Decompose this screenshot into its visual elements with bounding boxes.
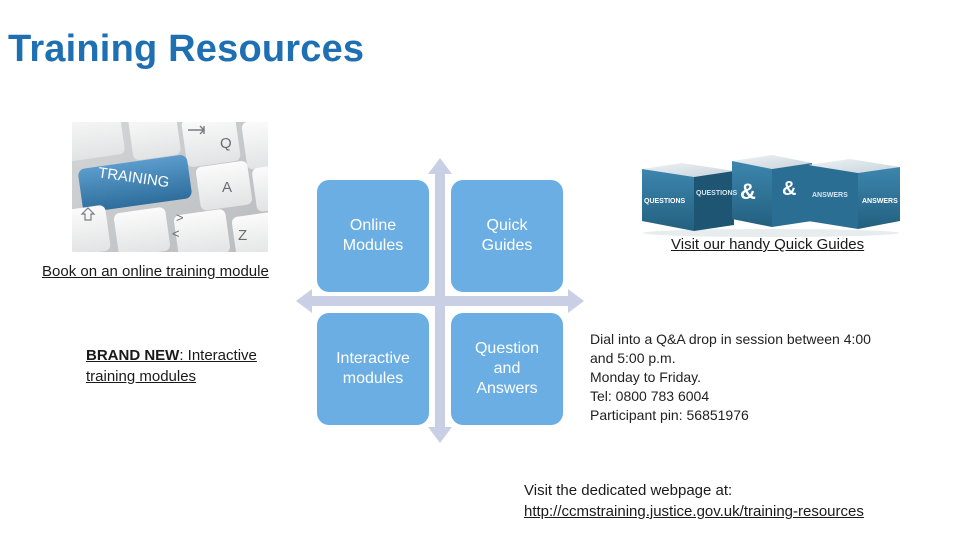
quadrant-axes bbox=[296, 158, 584, 443]
dial-line: and 5:00 p.m. bbox=[590, 350, 676, 366]
dial-line: Monday to Friday. bbox=[590, 369, 702, 385]
dial-pin: Participant pin: 56851976 bbox=[590, 407, 749, 423]
interactive-modules-tile[interactable]: Interactive modules bbox=[317, 313, 429, 425]
dial-line: Dial into a Q&A drop in session between … bbox=[590, 331, 871, 347]
tile-label: Question and Answers bbox=[474, 340, 540, 397]
key-label: A bbox=[222, 179, 232, 196]
brand-new-text: : Interactive training modules bbox=[86, 347, 257, 385]
keyboard-image: TRAINING Q A Z > < bbox=[72, 122, 268, 252]
online-modules-tile[interactable]: Online Modules bbox=[317, 180, 429, 292]
cube-face-text: ANSWERS bbox=[812, 192, 848, 199]
cube-face-text: & bbox=[782, 178, 796, 200]
book-training-link[interactable]: Book on an online training module bbox=[42, 263, 269, 280]
question-answers-tile[interactable]: Question and Answers bbox=[451, 313, 563, 425]
page-title: Training Resources bbox=[8, 28, 365, 70]
dial-in-info: Dial into a Q&A drop in session between … bbox=[590, 330, 930, 425]
interactive-modules-link[interactable]: BRAND NEW: Interactive training modules bbox=[86, 345, 306, 387]
key-label: < bbox=[172, 226, 180, 241]
cube-face-text: QUESTIONS bbox=[696, 190, 738, 197]
tile-label: Online Modules bbox=[342, 217, 404, 254]
cube-face-text: QUESTIONS bbox=[644, 198, 686, 205]
visit-webpage: Visit the dedicated webpage at: http://c… bbox=[524, 480, 864, 522]
cube-face-text: ANSWERS bbox=[862, 198, 898, 205]
key-label: Q bbox=[220, 135, 232, 152]
tile-label: Quick Guides bbox=[481, 217, 533, 254]
training-resources-url[interactable]: http://ccmstraining.justice.gov.uk/train… bbox=[524, 503, 864, 520]
qa-cubes-image: QUESTIONS QUESTIONS & & ANSWERS ANSWERS bbox=[642, 155, 900, 237]
key-label: Z bbox=[238, 227, 247, 244]
visit-label: Visit the dedicated webpage at: bbox=[524, 482, 733, 499]
dial-phone: Tel: 0800 783 6004 bbox=[590, 388, 710, 404]
cube-face-text: & bbox=[740, 179, 756, 204]
quick-guides-tile[interactable]: Quick Guides bbox=[451, 180, 563, 292]
quick-guides-link[interactable]: Visit our handy Quick Guides bbox=[671, 236, 865, 253]
shift-icon bbox=[80, 207, 96, 221]
brand-new-label: BRAND NEW bbox=[86, 347, 180, 364]
arrow-icon bbox=[188, 125, 205, 135]
tile-label: Interactive modules bbox=[336, 350, 410, 387]
key-label: > bbox=[176, 210, 184, 225]
